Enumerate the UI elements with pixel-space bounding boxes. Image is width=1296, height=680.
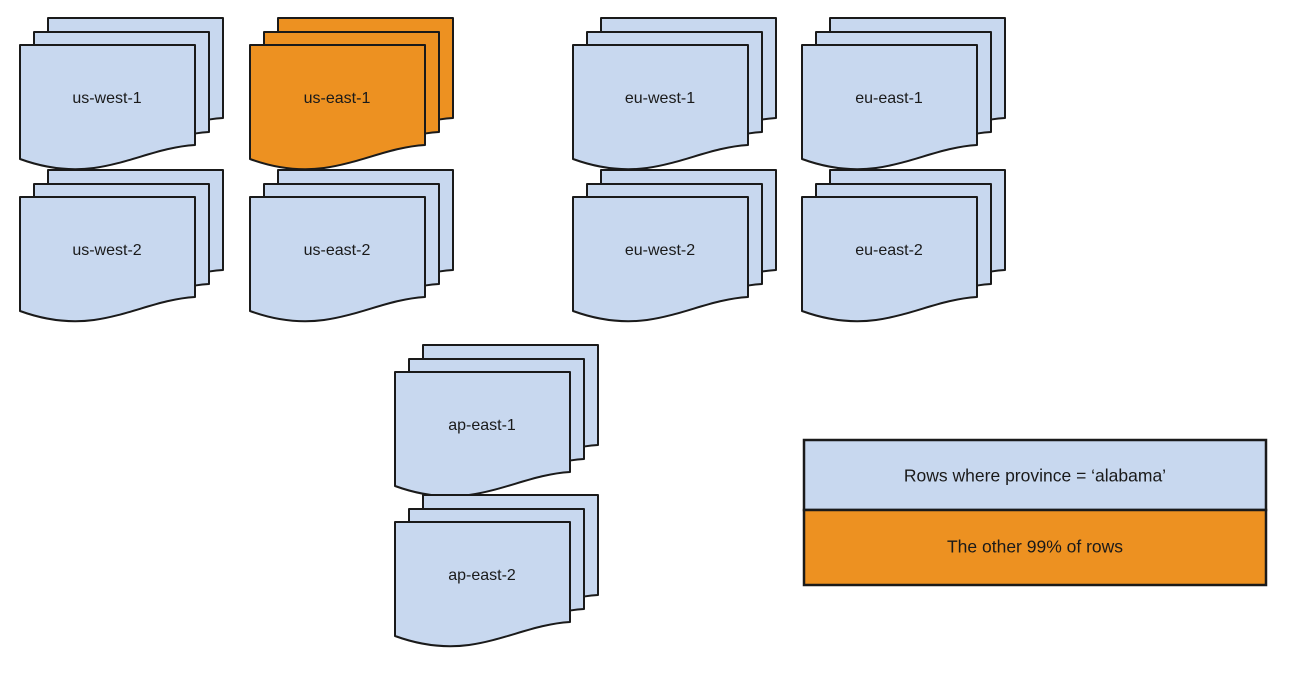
stack-us-east-1[interactable]: us-east-1 xyxy=(249,17,454,171)
stack-label-ap-east-2: ap-east-2 xyxy=(448,567,516,584)
legend-item-other-rows: The other 99% of rows xyxy=(802,508,1268,587)
stack-eu-east-2[interactable]: eu-east-2 xyxy=(801,169,1006,323)
stack-label-us-west-1: us-west-1 xyxy=(72,90,141,107)
stack-label-ap-east-1: ap-east-1 xyxy=(448,417,516,434)
legend-swatch-rows-alabama xyxy=(802,438,1268,512)
legend-swatch-other-rows xyxy=(802,508,1268,587)
stack-eu-east-1[interactable]: eu-east-1 xyxy=(801,17,1006,171)
stack-label-us-west-2: us-west-2 xyxy=(72,242,141,259)
stack-label-us-east-1: us-east-1 xyxy=(304,90,371,107)
stack-label-us-east-2: us-east-2 xyxy=(304,242,371,259)
legend-label-other-rows: The other 99% of rows xyxy=(947,537,1123,557)
stack-ap-east-1[interactable]: ap-east-1 xyxy=(394,344,599,498)
stack-label-eu-east-1: eu-east-1 xyxy=(855,90,923,107)
legend-item-rows-alabama: Rows where province = ‘alabama’ xyxy=(802,438,1268,512)
stack-eu-west-1[interactable]: eu-west-1 xyxy=(572,17,777,171)
legend-label-rows-alabama: Rows where province = ‘alabama’ xyxy=(904,466,1166,486)
stack-us-west-1[interactable]: us-west-1 xyxy=(19,17,224,171)
stack-us-east-2[interactable]: us-east-2 xyxy=(249,169,454,323)
stack-us-west-2[interactable]: us-west-2 xyxy=(19,169,224,323)
stack-label-eu-west-1: eu-west-1 xyxy=(625,90,695,107)
stack-eu-west-2[interactable]: eu-west-2 xyxy=(572,169,777,323)
stack-label-eu-east-2: eu-east-2 xyxy=(855,242,923,259)
stack-label-eu-west-2: eu-west-2 xyxy=(625,242,695,259)
stack-ap-east-2[interactable]: ap-east-2 xyxy=(394,494,599,648)
legend: Rows where province = ‘alabama’ The othe… xyxy=(802,438,1268,587)
